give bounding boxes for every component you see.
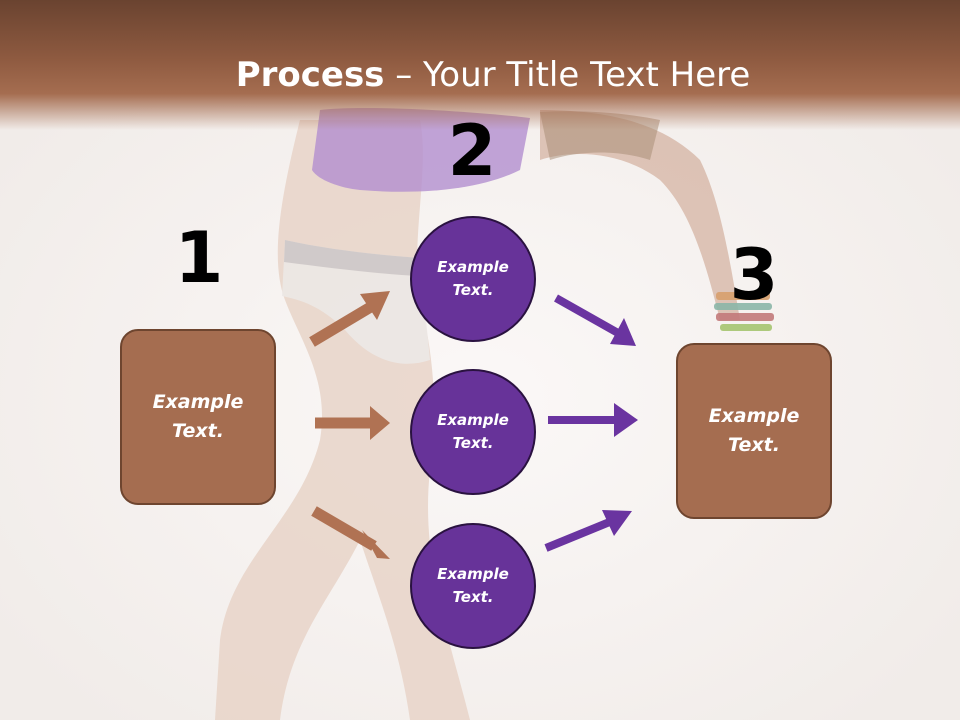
circle-bottom-text: Example Text. [437,565,509,606]
arrow-left-to-bottom [311,506,377,551]
arrow-top-to-right [554,294,620,337]
circle-top-text: Example Text. [437,258,509,299]
slide-title: Process – Your Title Text Here [0,52,960,98]
arrow-left-to-bottom-head [362,530,390,559]
arrow-left-to-top-head [360,291,390,320]
arrow-left-to-middle-head [370,406,390,440]
circle-middle[interactable]: Example Text. [410,369,536,495]
arrow-bottom-to-right-head [602,510,632,536]
step-number-1: 1 [174,217,224,299]
circle-bottom[interactable]: Example Text. [410,523,536,649]
arrow-top-to-right-head [610,318,636,346]
title-band [0,0,960,130]
right-box[interactable]: Example Text. [676,343,832,519]
arrow-middle-to-right-head [614,403,638,437]
title-rest: – Your Title Text Here [384,55,751,95]
circle-middle-text: Example Text. [437,411,509,452]
left-box-text: Example Text. [152,391,244,442]
right-box-text: Example Text. [708,405,800,456]
left-box[interactable]: Example Text. [120,329,276,505]
step-number-3: 3 [729,234,779,316]
circle-top[interactable]: Example Text. [410,216,536,342]
title-bold: Process [235,55,385,95]
step-number-2: 2 [447,110,497,192]
arrow-bottom-to-right [544,517,614,552]
arrow-left-to-top [309,300,377,347]
